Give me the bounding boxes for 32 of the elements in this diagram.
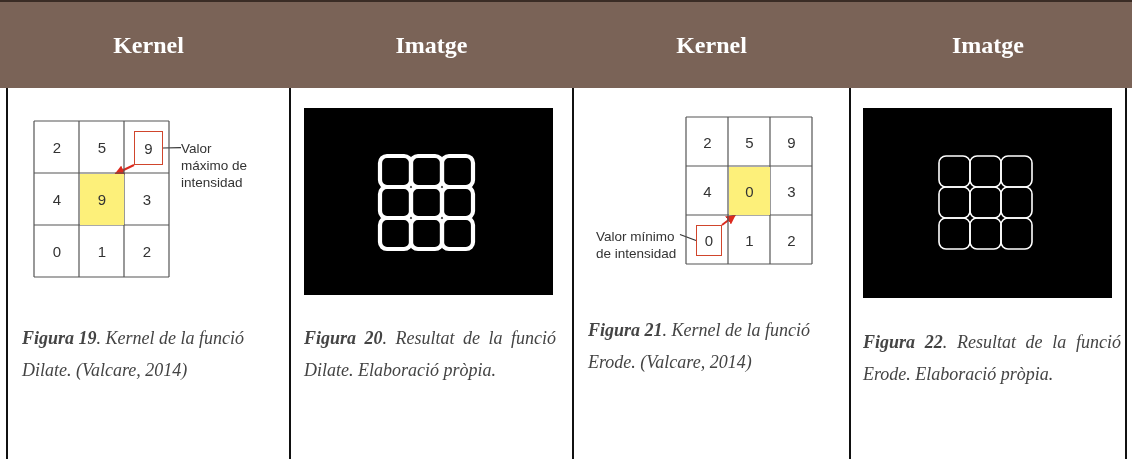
leader-line xyxy=(162,146,182,149)
kernel-cell: 2 xyxy=(35,122,79,173)
arrow xyxy=(114,164,135,175)
figure-caption: Figura 22. Resultat de la funció Erode. Elaboració pròpia. xyxy=(863,331,1121,386)
figure-caption: Figura 20. Resultat de la funció Dilate. Elaboració pròpia. xyxy=(304,327,556,382)
kernel-cell: 3 xyxy=(125,174,169,225)
kernel-cell: 9 xyxy=(771,118,812,166)
column-header: Imatge xyxy=(394,31,469,60)
column-header: Kernel xyxy=(112,31,185,60)
kernel-cell: 1 xyxy=(80,226,124,277)
kernel-cell: 1 xyxy=(729,216,770,264)
leader-line xyxy=(679,233,697,242)
kernel-cell: 9 xyxy=(80,174,124,225)
kernel-cell: 4 xyxy=(35,174,79,225)
figure-caption: Figura 21. Kernel de la funció Erode. (Valcare, 2014) xyxy=(588,319,811,374)
kernel-cell: 4 xyxy=(687,167,728,215)
kernel-cell: 5 xyxy=(729,118,770,166)
figure-caption: Figura 19. Kernel de la funció Dilate. (Valcare, 2014) xyxy=(22,327,245,382)
column-header: Imatge xyxy=(951,31,1025,60)
highlighted-kernel-cell: 0 xyxy=(696,225,722,256)
kernel-cell: 0 xyxy=(35,226,79,277)
kernel-cell: 5 xyxy=(80,122,124,173)
kernel-cell: 2 xyxy=(125,226,169,277)
column-header: Kernel xyxy=(675,31,748,60)
kernel-cell: 0 xyxy=(729,167,770,215)
callout-label: Valor mínimo de intensidad xyxy=(596,228,680,262)
callout-label: Valor máximo de intensidad xyxy=(181,140,251,191)
highlighted-kernel-cell: 9 xyxy=(134,131,163,165)
kernel-cell: 2 xyxy=(771,216,812,264)
kernel-cell: 2 xyxy=(687,118,728,166)
arrow xyxy=(721,214,737,226)
kernel-cell: 3 xyxy=(771,167,812,215)
